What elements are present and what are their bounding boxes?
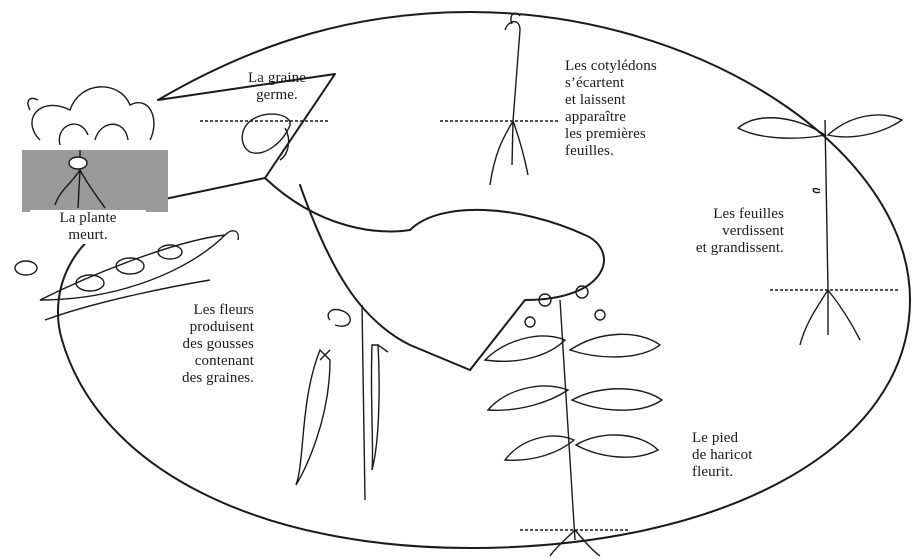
label-pods-line-4: contenant — [150, 353, 254, 370]
label-cotyledons-line-6: feuilles. — [565, 143, 657, 160]
cycle-circle — [62, 12, 910, 548]
label-leaves-line-1: Les feuilles — [640, 206, 784, 223]
label-cotyledons: Les cotylédons s’écartent et laissent ap… — [565, 58, 657, 160]
label-pods-line-1: Les fleurs — [150, 302, 254, 319]
central-funnel — [265, 178, 604, 370]
label-cotyledons-line-4: apparaître — [565, 109, 657, 126]
dead-plant-illustration — [22, 87, 168, 212]
label-cotyledons-line-3: et laissent — [565, 92, 657, 109]
germinating-seed-illustration — [200, 114, 330, 160]
label-flowering-line-1: Le pied — [692, 430, 753, 447]
label-flowering-line-3: fleurit. — [692, 464, 753, 481]
label-leaves: Les feuilles verdissent et grandissent. — [640, 206, 784, 257]
label-cotyledons-line-2: s’écartent — [565, 75, 657, 92]
label-death: La plante meurt. — [30, 210, 146, 244]
pods-illustration — [296, 305, 388, 500]
label-death-line-2: meurt. — [30, 227, 146, 244]
soil-panel — [22, 150, 168, 212]
label-cotyledons-line-1: Les cotylédons — [565, 58, 657, 75]
label-death-line-1: La plante — [30, 210, 146, 227]
germination-wedge — [158, 74, 335, 178]
label-pods-line-3: des gousses — [150, 336, 254, 353]
label-germination-line-2: germe. — [248, 87, 306, 104]
label-cotyledons-line-5: les premières — [565, 126, 657, 143]
label-pods: Les fleurs produisent des gousses conten… — [150, 302, 254, 387]
label-germination: La graine germe. — [248, 70, 306, 104]
label-germination-line-1: La graine — [248, 70, 306, 87]
seedling-illustration — [440, 13, 560, 185]
label-pods-line-2: produisent — [150, 319, 254, 336]
label-leaves-line-3: et grandissent. — [640, 240, 784, 257]
label-leaves-line-2: verdissent — [640, 223, 784, 240]
label-flowering-line-2: de haricot — [692, 447, 753, 464]
label-flowering: Le pied de haricot fleurit. — [692, 430, 753, 481]
flowering-plant-illustration — [485, 286, 662, 556]
label-pods-line-5: des graines. — [150, 370, 254, 387]
